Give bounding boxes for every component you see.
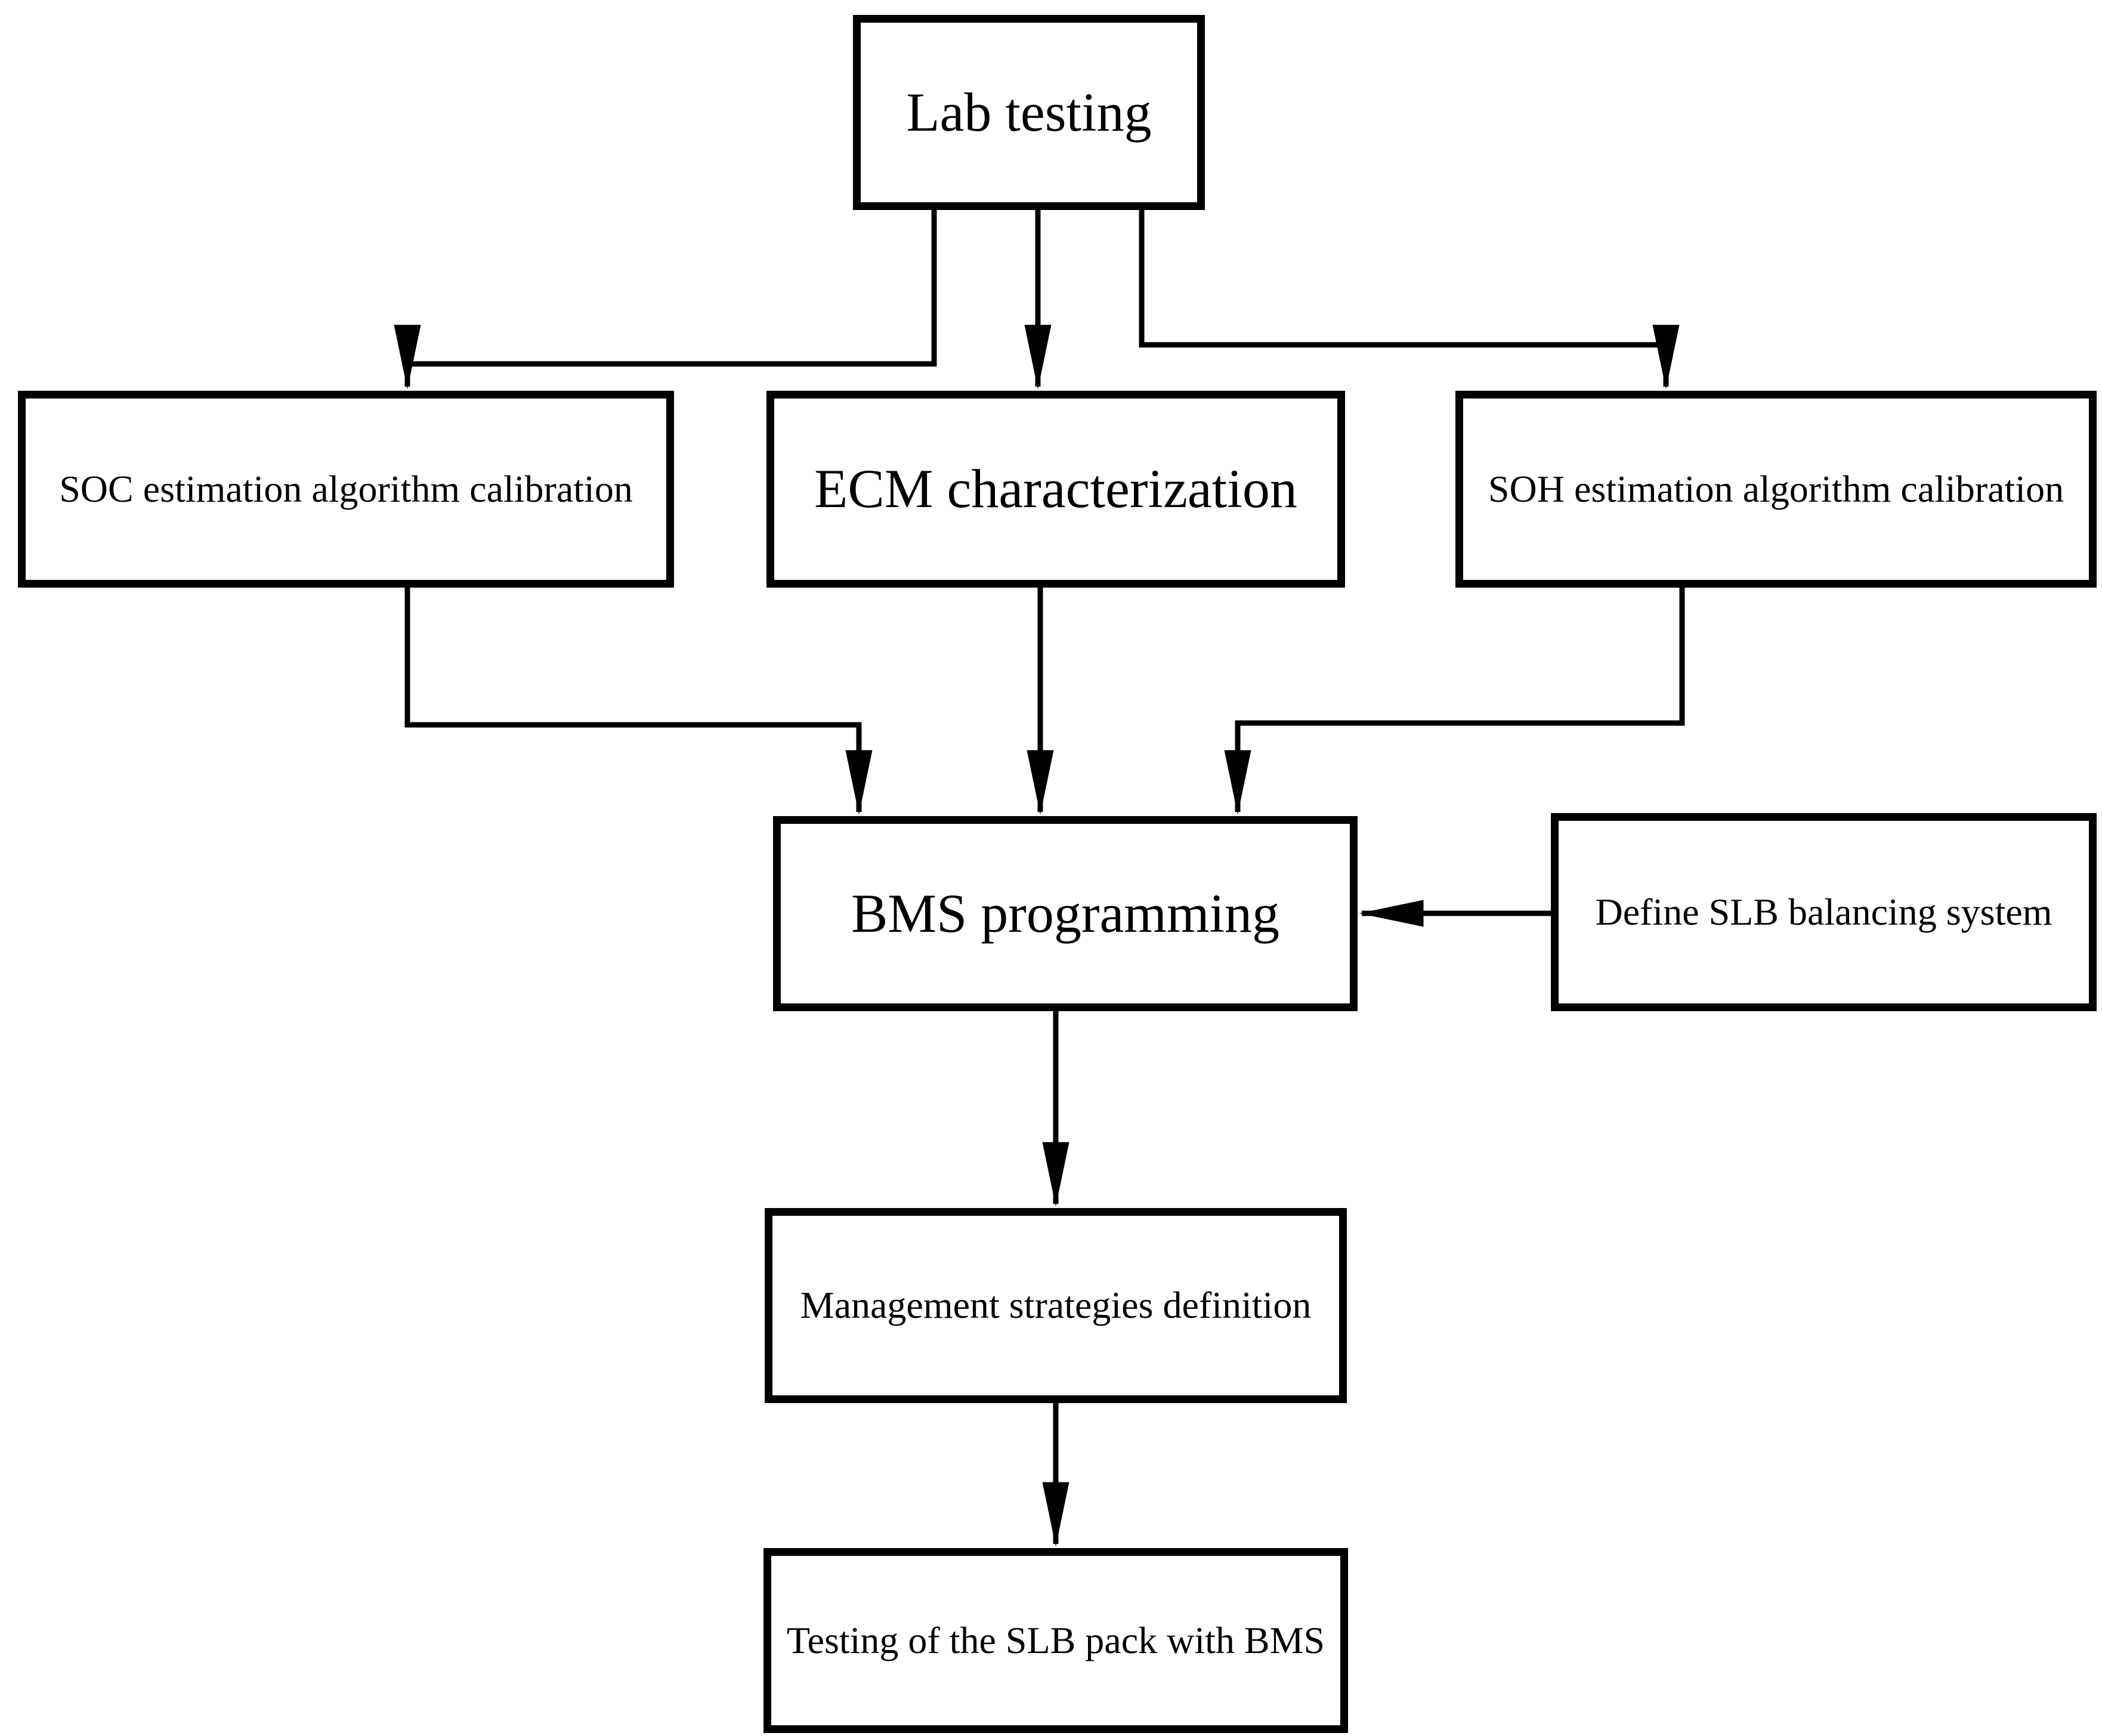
node-slb-label: Define SLB balancing system bbox=[1595, 890, 2052, 933]
node-ecm-label: ECM characterization bbox=[814, 458, 1297, 520]
node-management-strategies-definition: Management strategies definition bbox=[765, 1208, 1347, 1403]
node-bms-programming: BMS programming bbox=[773, 816, 1358, 1011]
connector-soc-to-bms bbox=[404, 588, 873, 815]
node-soh-label: SOH estimation algorithm calibration bbox=[1488, 467, 2064, 510]
node-testing-slb-pack-with-bms: Testing of the SLB pack with BMS bbox=[763, 1548, 1348, 1733]
node-soc-label: SOC estimation algorithm calibration bbox=[59, 467, 633, 510]
connector-lab-to-soc bbox=[394, 210, 937, 390]
connector-lab-to-soh bbox=[1139, 210, 1680, 390]
connector-soh-to-bms bbox=[1224, 588, 1685, 815]
node-mgmt-label: Management strategies definition bbox=[800, 1284, 1312, 1327]
node-soh-estimation-calibration: SOH estimation algorithm calibration bbox=[1455, 391, 2097, 588]
node-ecm-characterization: ECM characterization bbox=[766, 391, 1345, 588]
node-lab-testing: Lab testing bbox=[853, 15, 1205, 210]
node-soc-estimation-calibration: SOC estimation algorithm calibration bbox=[18, 391, 674, 588]
node-define-slb-balancing-system: Define SLB balancing system bbox=[1551, 813, 2097, 1011]
node-bms-label: BMS programming bbox=[851, 882, 1280, 944]
node-lab-testing-label: Lab testing bbox=[906, 81, 1152, 143]
node-test-label: Testing of the SLB pack with BMS bbox=[786, 1618, 1325, 1661]
